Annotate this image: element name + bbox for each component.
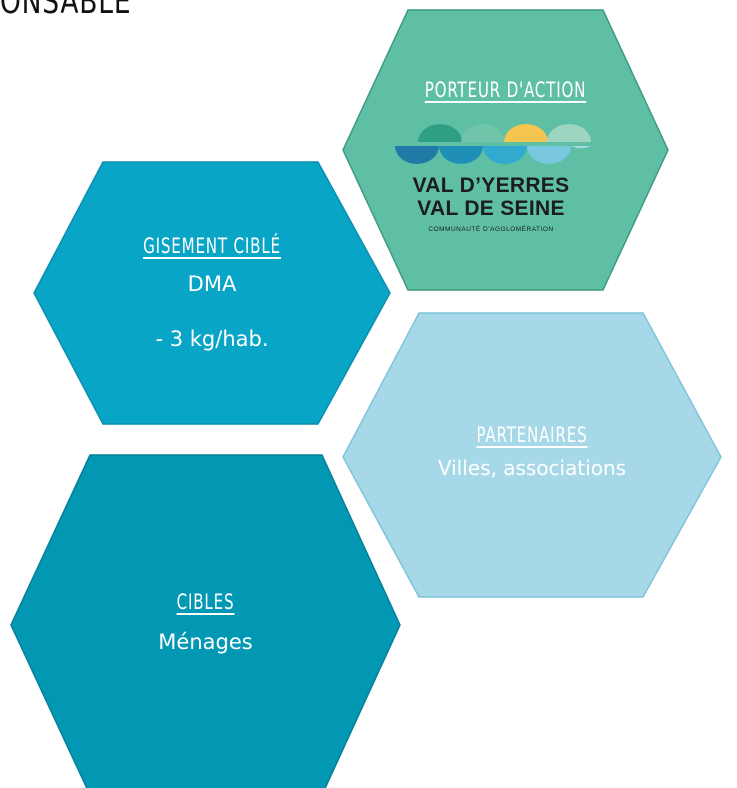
half-circle-row-logo-icon <box>395 124 591 164</box>
partenaires-title: PARTENAIRES <box>476 423 588 447</box>
gisement-line-2: - 3 kg/hab. <box>155 327 269 351</box>
logo-name-line-2: VAL DE SEINE <box>417 197 565 220</box>
cibles-title: CIBLES <box>176 590 235 614</box>
gisement-hexagon: GISEMENT CIBLÉ DMA - 3 kg/hab. <box>33 161 391 470</box>
partial-heading: ONSABLE <box>0 0 132 22</box>
gisement-line-1: DMA <box>187 272 237 296</box>
partenaires-hexagon: PARTENAIRES Villes, associations <box>342 312 722 598</box>
partenaires-line-1: Villes, associations <box>437 456 627 480</box>
cibles-hexagon-shape <box>10 454 401 788</box>
val-yerres-logo: VAL D’YERRES VAL DE SEINE COMMUNAUTÉ D’A… <box>391 122 641 244</box>
logo-name-line-1: VAL D’YERRES <box>412 174 570 197</box>
logo-subtitle: COMMUNAUTÉ D’AGGLOMÉRATION <box>428 226 554 233</box>
gisement-hexagon-shape <box>33 161 391 425</box>
cibles-hexagon: CIBLES Ménages <box>10 454 401 788</box>
porteur-title: PORTEUR D'ACTION <box>424 78 587 102</box>
gisement-title: GISEMENT CIBLÉ <box>143 234 281 258</box>
cibles-line-1: Ménages <box>158 630 253 654</box>
partenaires-hexagon-shape <box>342 312 722 598</box>
porteur-hexagon: PORTEUR D'ACTION VAL D’YERRES VAL DE SEI… <box>342 9 669 291</box>
